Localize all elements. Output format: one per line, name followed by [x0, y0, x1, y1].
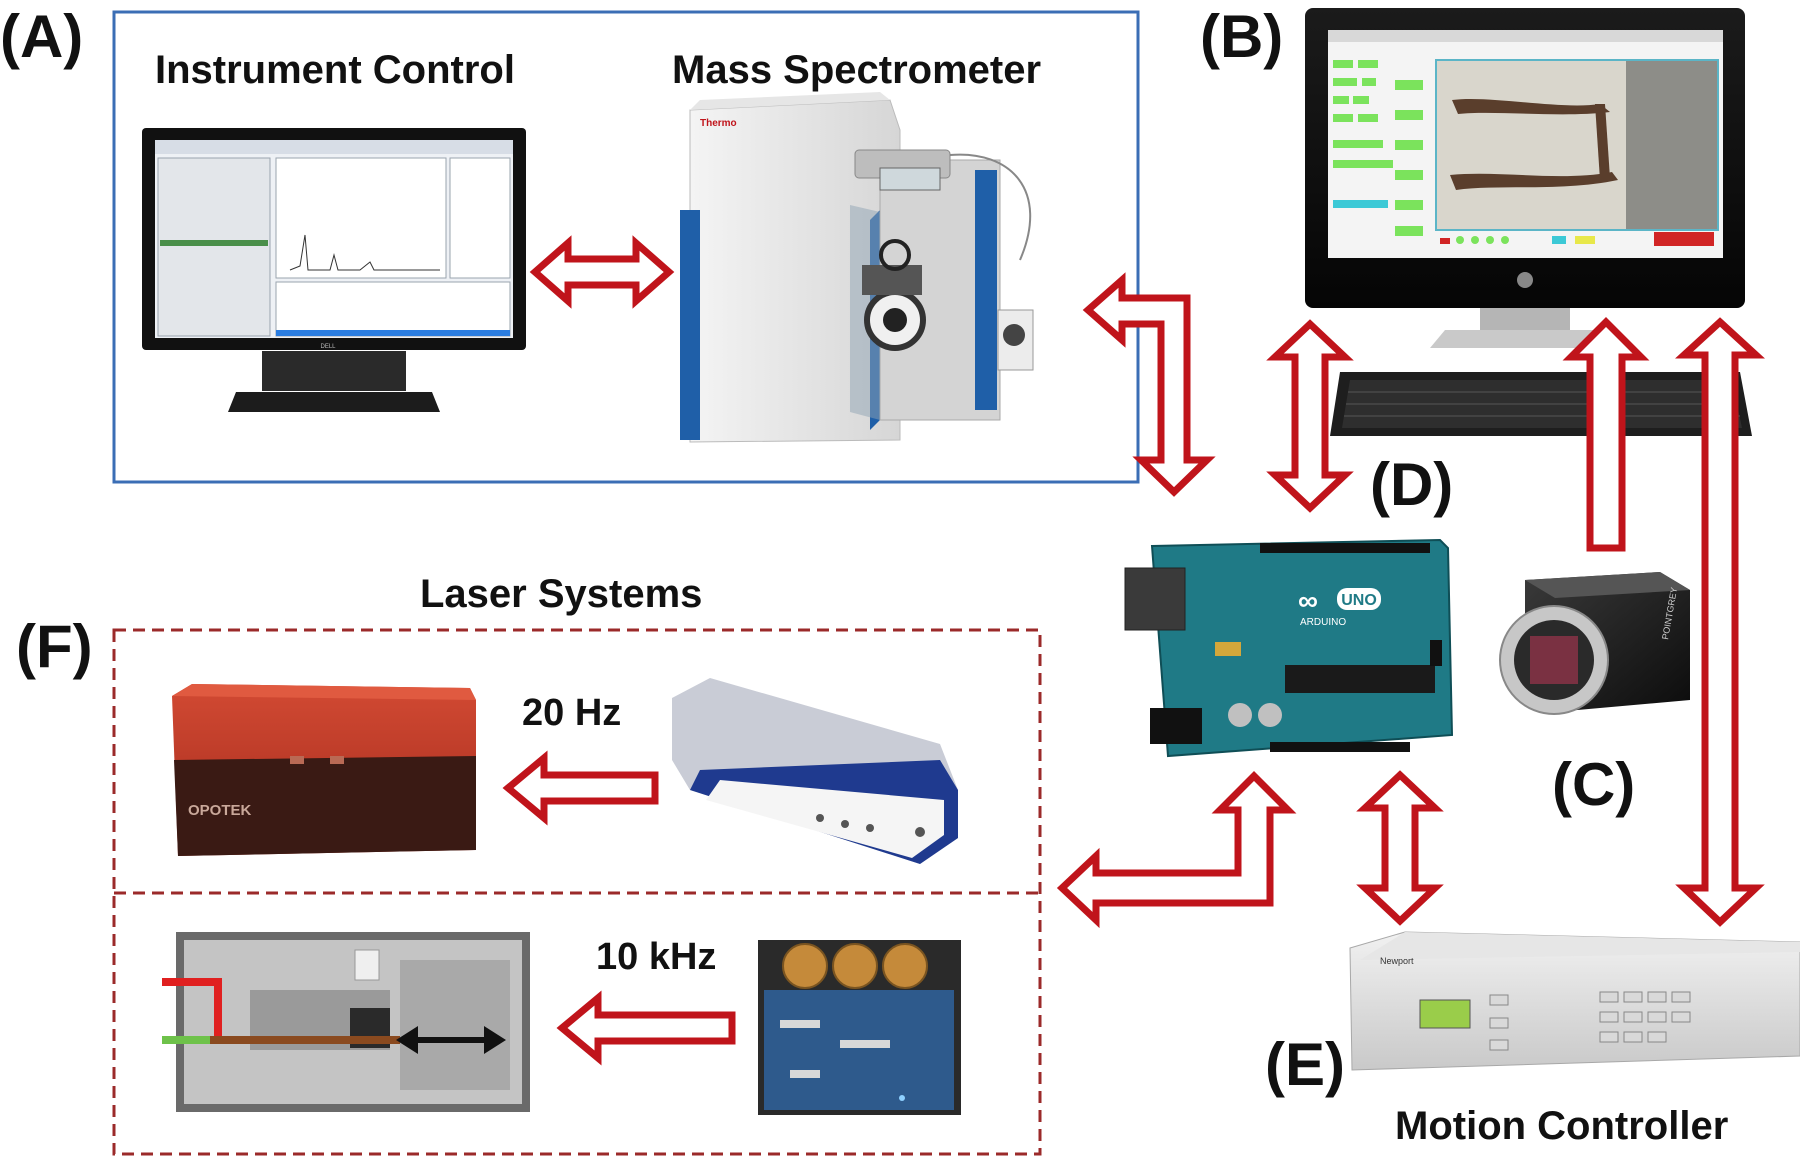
arrow-ms-arduino	[1082, 272, 1216, 497]
pc-monitor	[1305, 8, 1745, 348]
gui-buttons	[1333, 60, 1423, 236]
keyboard	[1330, 372, 1752, 436]
arduino-name: ARDUINO	[1300, 617, 1346, 628]
freq-20hz: 20 Hz	[522, 692, 622, 734]
instrument-control-monitor: DELL	[142, 128, 526, 412]
label-b: (B)	[1200, 3, 1284, 70]
opotek-laser: OPOTEK	[172, 684, 476, 856]
arrow-camera-pc	[1562, 317, 1650, 552]
arrow-pc-arduino	[1266, 319, 1354, 513]
mass-spectrometer: Thermo	[680, 92, 1034, 443]
title-instrument-control: Instrument Control	[155, 48, 515, 92]
label-e: (E)	[1265, 1031, 1345, 1098]
panel-f-frame	[112, 628, 1042, 1156]
arrow-arduino-lasers	[1056, 771, 1297, 929]
label-a: (A)	[0, 3, 84, 70]
driver-board	[758, 940, 961, 1115]
title-motion-controller: Motion Controller	[1395, 1104, 1729, 1148]
label-c: (C)	[1552, 751, 1636, 818]
arduino-board: ∞ UNO ARDUINO	[1124, 538, 1454, 758]
arrow-pc-motion	[1675, 317, 1765, 927]
panel-a-frame	[112, 10, 1140, 484]
title-laser-systems: Laser Systems	[420, 572, 703, 616]
motion-controller: Newport	[1349, 931, 1800, 1071]
laser-controller-box	[672, 678, 958, 864]
arrow-control-to-ms	[529, 235, 675, 309]
monitor-brand: DELL	[320, 344, 336, 350]
arduino-model: UNO	[1341, 592, 1377, 609]
ms-brand: Thermo	[700, 118, 737, 129]
label-d: (D)	[1370, 451, 1454, 518]
arduino-logo: ∞	[1298, 585, 1318, 616]
title-mass-spectrometer: Mass Spectrometer	[672, 48, 1042, 92]
camera: POINTGREY	[1499, 572, 1690, 715]
freq-10khz: 10 kHz	[596, 936, 717, 978]
label-f: (F)	[16, 613, 93, 680]
khz-laser-chassis	[162, 932, 530, 1112]
arrow-arduino-motion	[1356, 770, 1444, 926]
motion-brand: Newport	[1380, 956, 1414, 966]
arrow-10khz	[556, 990, 736, 1066]
arrow-20hz	[502, 750, 659, 826]
laser-brand: OPOTEK	[188, 802, 252, 819]
